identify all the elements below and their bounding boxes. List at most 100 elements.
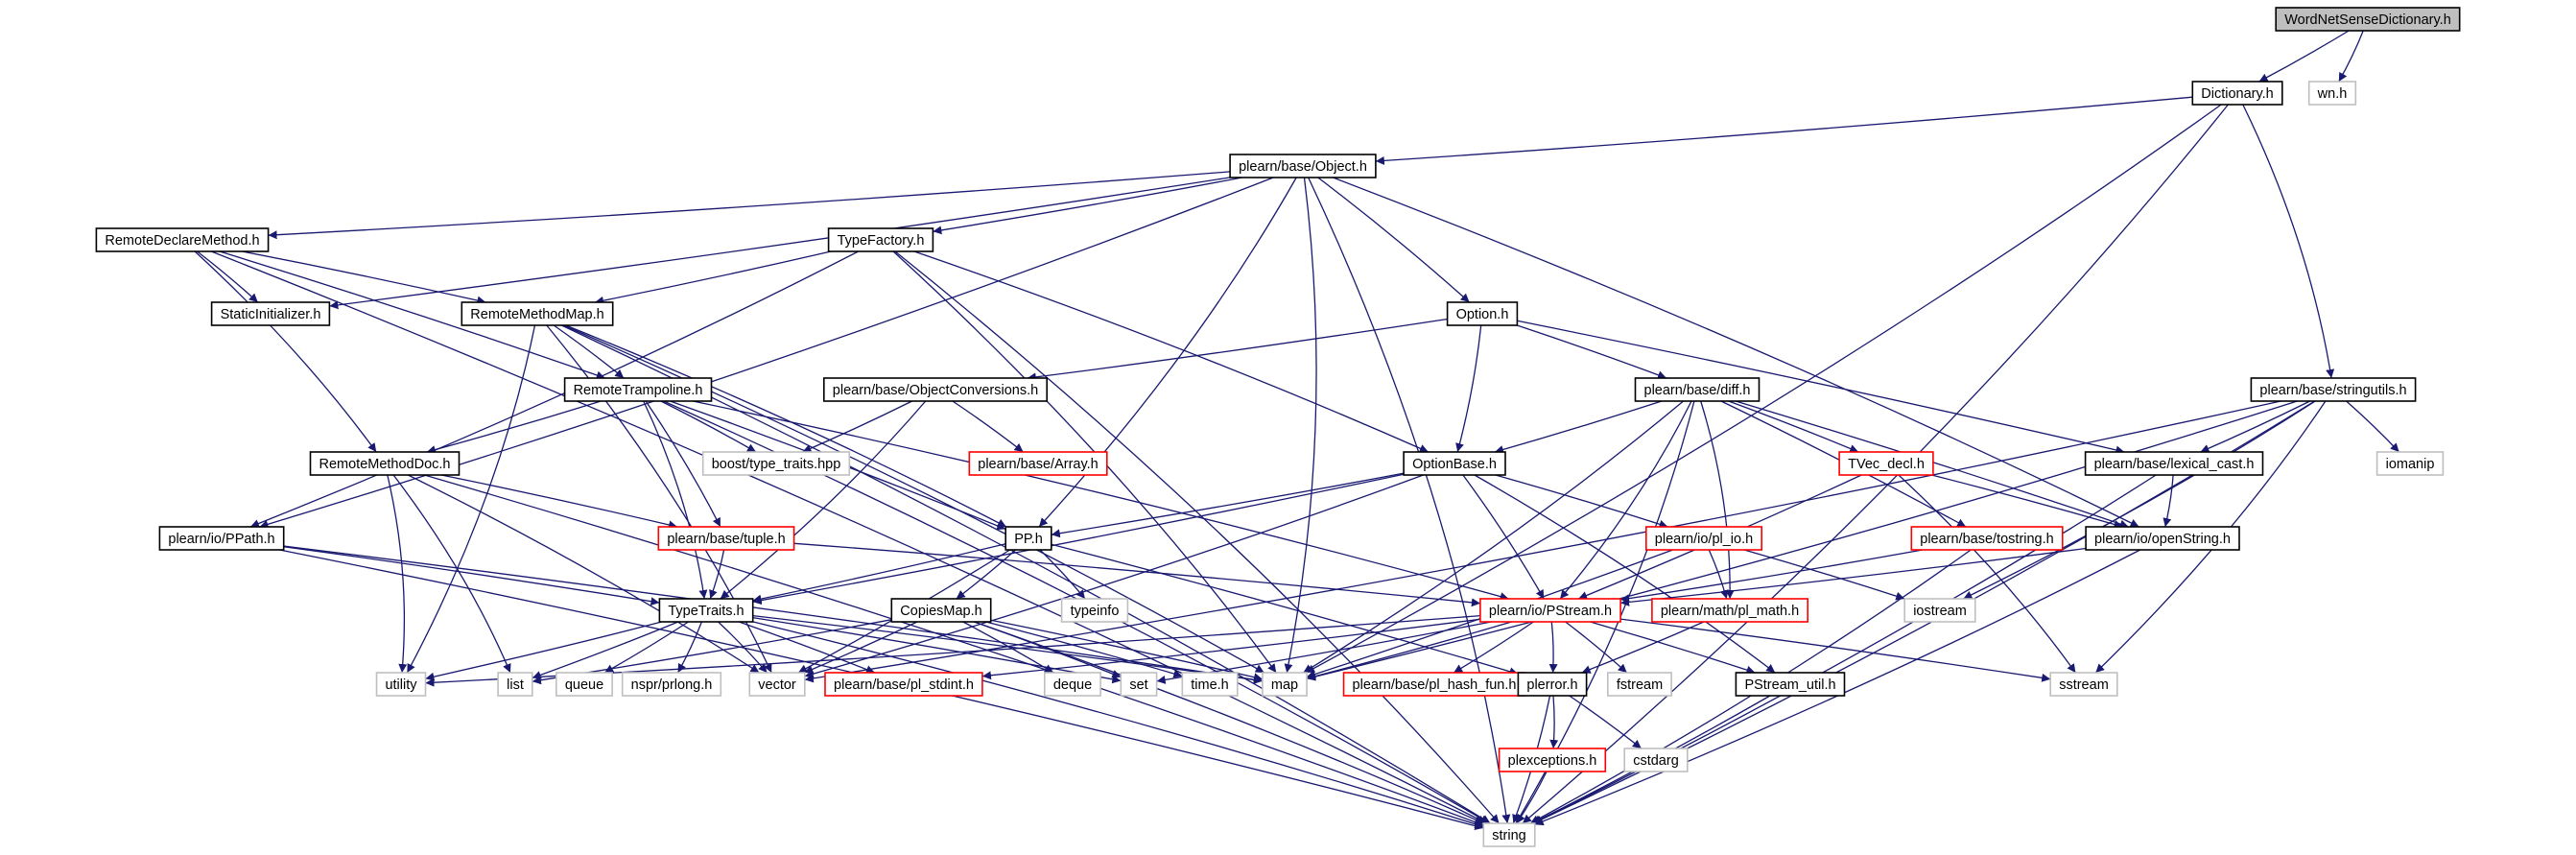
edge-dictionary-to-object — [1375, 96, 2193, 165]
edge-diff-to-optionbase — [1494, 400, 1663, 454]
node-stdint[interactable]: plearn/base/pl_stdint.h — [824, 672, 983, 697]
node-plmath[interactable]: plearn/math/pl_math.h — [1651, 598, 1809, 623]
edge-optionbase-to-pstream — [1462, 474, 1545, 600]
node-remotemethoddoc[interactable]: RemoteMethodDoc.h — [309, 451, 461, 476]
node-tvecdecl[interactable]: TVec_decl.h — [1838, 451, 1934, 476]
edge-remotemethoddoc-to-tuple — [440, 474, 678, 530]
node-pliio[interactable]: plearn/io/pl_io.h — [1645, 526, 1763, 551]
edge-typetraits-to-list — [532, 621, 679, 679]
node-sstream[interactable]: sstream — [2049, 672, 2118, 697]
edge-plerror-to-plexceptions — [1549, 695, 1559, 749]
node-utility[interactable]: utility — [375, 672, 427, 697]
node-remotetrampoline[interactable]: RemoteTrampoline.h — [563, 377, 713, 402]
node-typeinfo[interactable]: typeinfo — [1060, 598, 1129, 623]
node-string[interactable]: string — [1482, 822, 1536, 847]
node-box-dictionary — [2191, 81, 2283, 106]
node-set[interactable]: set — [1120, 672, 1158, 697]
edge-wordnet-to-wn — [2338, 30, 2364, 83]
node-deque[interactable]: deque — [1044, 672, 1101, 697]
node-box-boosttraits — [701, 451, 851, 476]
node-box-remotedeclare — [95, 227, 270, 252]
edge-tostring-to-pstream — [1620, 549, 1924, 604]
node-remotedeclare[interactable]: RemoteDeclareMethod.h — [95, 227, 270, 252]
node-tostring[interactable]: plearn/base/tostring.h — [1910, 526, 2064, 551]
edge-typetraits-to-string — [752, 621, 1484, 829]
node-fstream[interactable]: fstream — [1607, 672, 1672, 697]
node-iomanip[interactable]: iomanip — [2375, 451, 2445, 476]
edge-typetraits-to-set — [752, 616, 1122, 684]
edge-object-to-pp — [1038, 177, 1297, 528]
node-list[interactable]: list — [497, 672, 533, 697]
node-cstdarg[interactable]: cstdarg — [1623, 748, 1689, 772]
node-box-utility — [375, 672, 427, 697]
node-label-fstream: fstream — [1617, 677, 1663, 693]
node-dictionary[interactable]: Dictionary.h — [2191, 81, 2283, 106]
node-hashfun[interactable]: plearn/base/pl_hash_fun.h — [1342, 672, 1526, 697]
node-plerror[interactable]: plerror.h — [1517, 672, 1588, 697]
node-wn[interactable]: wn.h — [2307, 81, 2357, 106]
node-box-stringutils — [2250, 377, 2417, 402]
node-openstring[interactable]: plearn/io/openString.h — [2085, 526, 2240, 551]
node-label-typeinfo: typeinfo — [1071, 604, 1120, 619]
node-pp[interactable]: PP.h — [1004, 526, 1052, 551]
node-tuple[interactable]: plearn/base/tuple.h — [657, 526, 795, 551]
node-pstream[interactable]: plearn/io/PStream.h — [1479, 598, 1621, 623]
node-objectconversions[interactable]: plearn/base/ObjectConversions.h — [822, 377, 1048, 402]
node-timeh[interactable]: time.h — [1181, 672, 1239, 697]
node-remotemethodmap[interactable]: RemoteMethodMap.h — [461, 301, 614, 326]
node-copiesmap[interactable]: CopiesMap.h — [890, 598, 992, 623]
node-stringutils[interactable]: plearn/base/stringutils.h — [2250, 377, 2417, 402]
node-label-lexicalcast: plearn/base/lexical_cast.h — [2094, 457, 2255, 472]
node-map[interactable]: map — [1262, 672, 1308, 697]
node-diff[interactable]: plearn/base/diff.h — [1634, 377, 1761, 402]
edge-ppath-to-map — [283, 545, 1263, 684]
node-boosttraits[interactable]: boost/type_traits.hpp — [701, 451, 851, 476]
node-queue[interactable]: queue — [555, 672, 613, 697]
node-pstreamutil[interactable]: PStream_util.h — [1735, 672, 1846, 697]
edge-objectconversions-to-boosttraits — [802, 400, 912, 453]
edge-lexicalcast-to-openstring — [2162, 474, 2174, 528]
node-box-option — [1446, 301, 1519, 326]
edge-diff-to-pstream — [1559, 400, 1692, 600]
node-ppath[interactable]: plearn/io/PPath.h — [158, 526, 285, 551]
edge-optionbase-to-typetraits — [752, 473, 1405, 606]
edge-option-to-diff — [1516, 324, 1667, 380]
node-box-cstdarg — [1623, 748, 1689, 772]
node-prlong[interactable]: nspr/prlong.h — [621, 672, 722, 697]
node-typefactory[interactable]: TypeFactory.h — [827, 227, 934, 252]
node-label-sstream: sstream — [2059, 677, 2109, 693]
node-wordnet[interactable]: WordNetSenseDictionary.h — [2275, 7, 2461, 32]
edge-remotetrampoline-to-tuple — [645, 400, 721, 528]
node-label-plmath: plearn/math/pl_math.h — [1661, 604, 1799, 619]
node-array[interactable]: plearn/base/Array.h — [968, 451, 1108, 476]
edge-remotemethoddoc-to-utility — [387, 474, 408, 674]
node-object[interactable]: plearn/base/Object.h — [1229, 154, 1377, 178]
edge-stringutils-to-lexicalcast — [2200, 400, 2310, 453]
node-lexicalcast[interactable]: plearn/base/lexical_cast.h — [2084, 451, 2264, 476]
node-box-pstreamutil — [1735, 672, 1846, 697]
edge-copiesmap-to-vector — [804, 621, 918, 674]
node-vector[interactable]: vector — [748, 672, 806, 697]
node-plexceptions[interactable]: plexceptions.h — [1498, 748, 1607, 772]
node-label-wn: wn.h — [2317, 86, 2348, 102]
edge-tvecdecl-to-sstream — [1898, 474, 2076, 674]
edge-object-to-remotedeclare — [268, 171, 1231, 240]
node-optionbase[interactable]: OptionBase.h — [1403, 451, 1506, 476]
edge-remotemethoddoc-to-list — [392, 474, 511, 674]
node-typetraits[interactable]: TypeTraits.h — [658, 598, 754, 623]
edge-typefactory-to-optionbase — [913, 250, 1430, 453]
edge-option-to-objectconversions — [1027, 318, 1448, 382]
node-box-vector — [748, 672, 806, 697]
node-iostream[interactable]: iostream — [1903, 598, 1976, 623]
node-label-deque: deque — [1053, 677, 1092, 693]
edge-plexceptions-to-string — [1516, 771, 1548, 824]
node-box-wordnet — [2275, 7, 2461, 32]
node-label-timeh: time.h — [1191, 677, 1229, 693]
edge-optionbase-to-vector — [804, 474, 1424, 678]
edge-tvecdecl-to-openstring — [1931, 474, 2123, 529]
edges-layer — [194, 30, 2400, 830]
edge-objectconversions-to-array — [952, 400, 1024, 453]
node-label-diff: plearn/base/diff.h — [1644, 383, 1751, 398]
node-option[interactable]: Option.h — [1446, 301, 1519, 326]
node-staticinit[interactable]: StaticInitializer.h — [210, 301, 331, 326]
